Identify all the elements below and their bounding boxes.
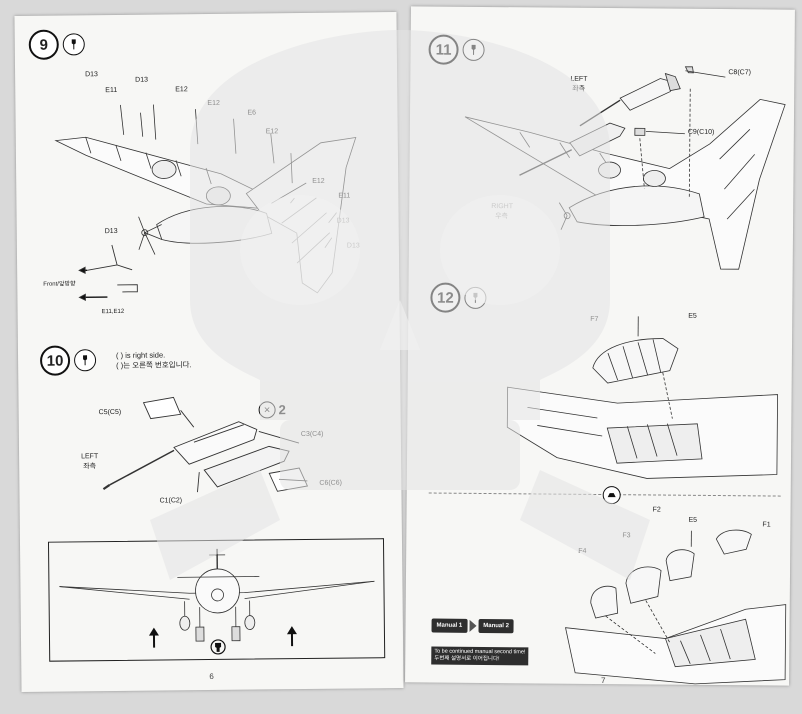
glue-icon — [464, 286, 487, 310]
label-f2: F2 — [652, 506, 661, 514]
label-e6: E6 — [247, 109, 257, 117]
step-12-badge: 12 — [430, 282, 487, 313]
label-e12: E12 — [207, 99, 220, 108]
front-direction-label: Front/앞방향 — [43, 281, 76, 288]
label-f3: F3 — [622, 532, 631, 540]
front-view-aircraft-diagram — [59, 548, 375, 655]
glue-icon — [73, 349, 97, 372]
label-f1: F1 — [762, 521, 771, 529]
step-number: 12 — [430, 282, 461, 313]
label-c3: C3(C4) — [300, 430, 324, 439]
label-c8: C8(C7) — [728, 69, 751, 77]
label-right-ko: 우측 — [495, 213, 509, 221]
label-e11: E11 — [105, 86, 118, 95]
front-view-inset — [47, 538, 386, 662]
continue-note-ko: 두번째 설명서로 이어집니다! — [434, 655, 500, 663]
label-f7: F7 — [590, 315, 599, 323]
manual-1-badge: Manual 1 — [431, 618, 468, 633]
label-left-ko: 좌측 — [572, 85, 586, 93]
label-right: RIGHT — [491, 203, 514, 211]
step-11-wing-gun-diagram — [464, 66, 786, 270]
label-left-ko: 좌측 — [83, 463, 97, 471]
step-number: 11 — [428, 34, 459, 65]
arrow-right-icon — [469, 619, 477, 632]
glue-icon — [62, 33, 85, 56]
label-c5: C5(C5) — [98, 408, 122, 417]
label-e12: E12 — [265, 128, 279, 136]
label-c9: C9(C10) — [687, 128, 715, 136]
label-e11-e12: E11,E12 — [101, 308, 125, 316]
page-number: 7 — [601, 676, 606, 686]
page-number: 6 — [209, 671, 214, 682]
label-d13: D13 — [85, 71, 98, 79]
label-d13: D13 — [336, 217, 350, 225]
side-note: ( ) is right side. ( )는 오른쪽 번호입니다. — [116, 350, 192, 371]
label-e12: E12 — [175, 86, 188, 94]
label-c1: C1(C2) — [159, 497, 183, 505]
step-number: 10 — [39, 345, 71, 376]
label-c6: C6(C6) — [319, 479, 342, 487]
step-10-gun-pod-diagram — [102, 396, 309, 493]
instruction-page-right: 11 — [405, 6, 795, 686]
continue-note: To be continued manual second time! 두번째 … — [431, 646, 529, 666]
step-10-badge: 10 — [39, 345, 97, 376]
label-left: LEFT — [570, 75, 588, 83]
manual-2-badge: Manual 2 — [478, 618, 514, 634]
side-note-ko: ( )는 오른쪽 번호입니다. — [116, 360, 192, 371]
label-e5: E5 — [688, 516, 698, 524]
instruction-page-left: 9 D13 E11 D13 E12 E12 E6 — [14, 12, 404, 692]
label-d13-detail: D13 — [104, 227, 118, 236]
label-f4: F4 — [578, 547, 587, 555]
label-e12: E12 — [312, 177, 325, 185]
label-left: LEFT — [81, 453, 99, 461]
step-9-badge: 9 — [28, 29, 85, 60]
label-d13: D13 — [135, 76, 149, 84]
label-e5: E5 — [688, 312, 697, 320]
step-number: 9 — [28, 29, 59, 60]
step-12-canopy-diagram — [506, 316, 778, 479]
manual-continuation: Manual 1 Manual 2 — [431, 618, 514, 634]
open-canopy-diagram — [565, 529, 787, 685]
pitot-detail-diagram — [78, 244, 138, 302]
open-canopy-icon — [602, 486, 621, 505]
label-e11: E11 — [338, 192, 351, 200]
label-d13: D13 — [346, 242, 360, 250]
